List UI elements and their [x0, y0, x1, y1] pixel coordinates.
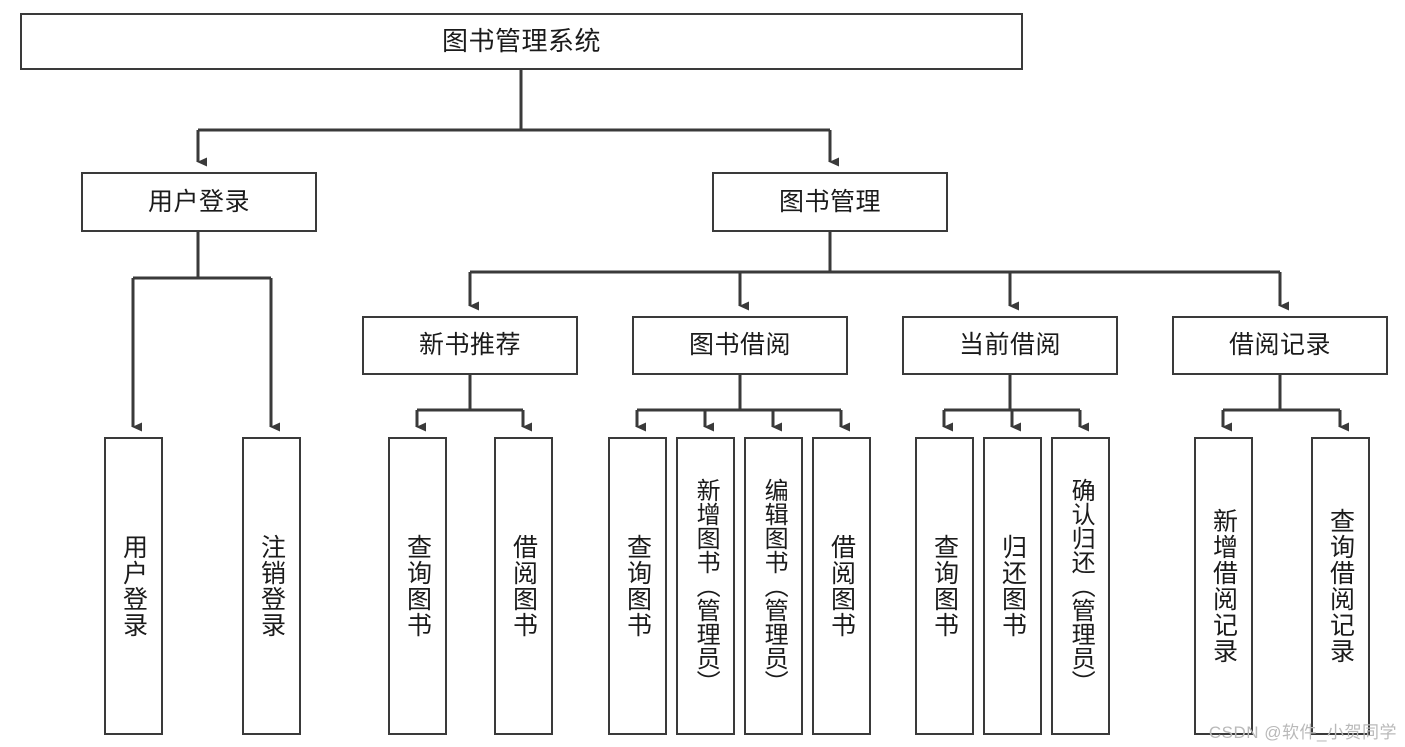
node-leaf-borrow-book-1-label: 借阅图书 — [509, 534, 538, 638]
node-leaf-query-book-2-label: 查询图书 — [623, 534, 652, 638]
node-leaf-add-record-label: 新增借阅记录 — [1209, 508, 1238, 664]
node-leaf-query-record[interactable]: 查询借阅记录 — [1311, 437, 1370, 735]
node-leaf-logout[interactable]: 注销登录 — [242, 437, 301, 735]
node-leaf-query-record-label: 查询借阅记录 — [1326, 508, 1355, 664]
node-user-login-label: 用户登录 — [147, 187, 250, 216]
node-leaf-borrow-book-1[interactable]: 借阅图书 — [494, 437, 553, 735]
node-leaf-confirm-return[interactable]: 确认归还（管理员） — [1051, 437, 1110, 735]
node-leaf-add-book[interactable]: 新增图书（管理员） — [676, 437, 735, 735]
node-leaf-return-book-label: 归还图书 — [998, 534, 1027, 638]
watermark: CSDN @软件_小贺同学 — [1208, 723, 1397, 742]
node-current-borrow-label: 当前借阅 — [958, 331, 1061, 360]
node-leaf-return-book[interactable]: 归还图书 — [983, 437, 1042, 735]
node-user-login[interactable]: 用户登录 — [81, 172, 317, 232]
node-leaf-user-login[interactable]: 用户登录 — [104, 437, 163, 735]
node-borrow-record-label: 借阅记录 — [1228, 331, 1331, 360]
node-borrow-record[interactable]: 借阅记录 — [1172, 316, 1388, 375]
node-current-borrow[interactable]: 当前借阅 — [902, 316, 1118, 375]
node-book-borrow-label: 图书借阅 — [688, 331, 791, 360]
node-root-label: 图书管理系统 — [441, 25, 601, 56]
node-root[interactable]: 图书管理系统 — [20, 13, 1023, 70]
node-leaf-edit-book-label: 编辑图书（管理员） — [760, 478, 788, 694]
node-leaf-query-book-1-label: 查询图书 — [403, 534, 432, 638]
node-leaf-add-book-label: 新增图书（管理员） — [692, 478, 720, 694]
node-leaf-borrow-book-2[interactable]: 借阅图书 — [812, 437, 871, 735]
node-leaf-query-book-1[interactable]: 查询图书 — [388, 437, 447, 735]
node-leaf-add-record[interactable]: 新增借阅记录 — [1194, 437, 1253, 735]
node-book-manage[interactable]: 图书管理 — [712, 172, 948, 232]
node-leaf-logout-label: 注销登录 — [257, 534, 286, 638]
node-new-book-rec-label: 新书推荐 — [418, 331, 521, 360]
node-new-book-rec[interactable]: 新书推荐 — [362, 316, 578, 375]
node-book-borrow[interactable]: 图书借阅 — [632, 316, 848, 375]
node-leaf-query-book-2[interactable]: 查询图书 — [608, 437, 667, 735]
node-leaf-query-book-3-label: 查询图书 — [930, 534, 959, 638]
node-leaf-edit-book[interactable]: 编辑图书（管理员） — [744, 437, 803, 735]
node-leaf-user-login-label: 用户登录 — [119, 534, 148, 638]
node-leaf-borrow-book-2-label: 借阅图书 — [827, 534, 856, 638]
node-leaf-query-book-3[interactable]: 查询图书 — [915, 437, 974, 735]
node-leaf-confirm-return-label: 确认归还（管理员） — [1067, 478, 1095, 694]
node-book-manage-label: 图书管理 — [778, 187, 881, 216]
